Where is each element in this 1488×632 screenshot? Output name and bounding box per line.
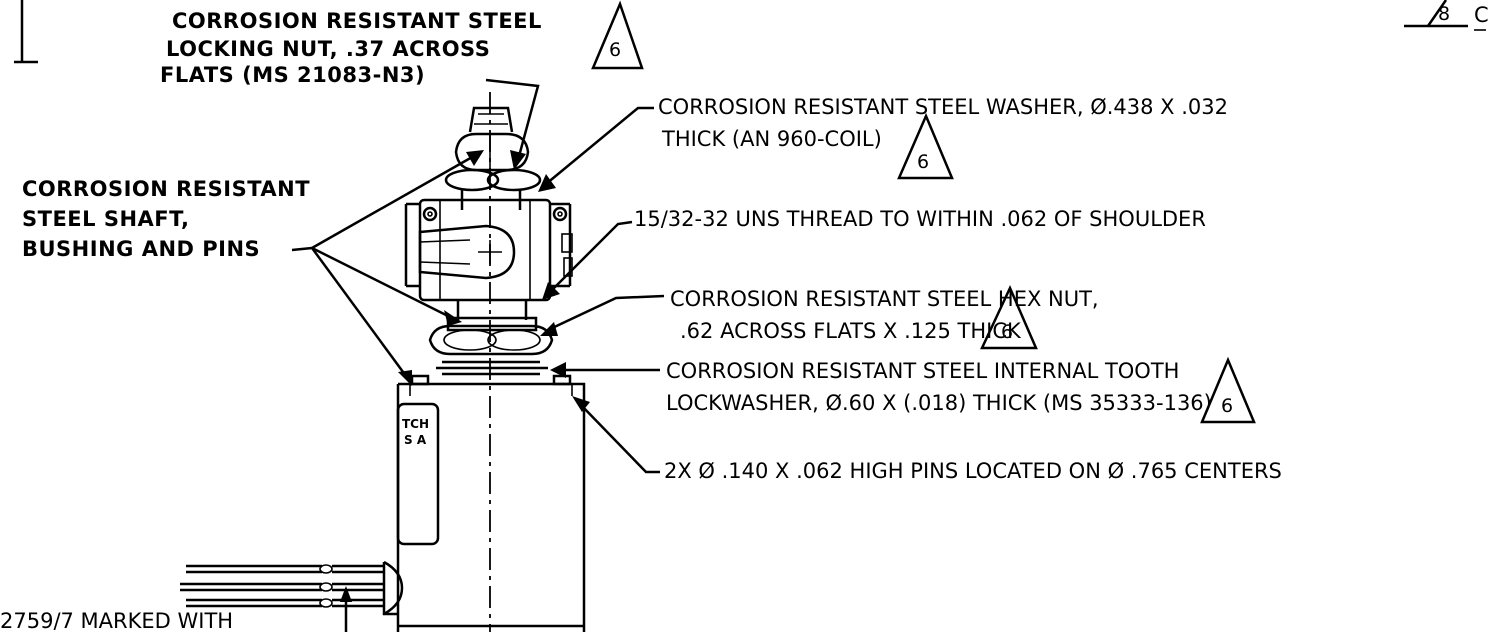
label-pins: 2X Ø .140 X .062 HIGH PINS LOCATED ON Ø …: [664, 459, 1282, 483]
washer-line-1: CORROSION RESISTANT STEEL WASHER, Ø.438 …: [658, 95, 1228, 119]
body-mark-1: TCH: [402, 417, 429, 431]
hex-nut-line-1: CORROSION RESISTANT STEEL HEX NUT,: [670, 287, 1099, 311]
locking-nut-line-2: LOCKING NUT, .37 ACROSS: [166, 37, 490, 61]
wire-bundle: [180, 564, 384, 608]
flag-lockwasher: 6: [1200, 356, 1256, 424]
switch-assembly: TCH S A: [382, 92, 586, 632]
top-left-leader: [14, 0, 38, 64]
lockwasher-line-2: LOCKWASHER, Ø.60 X (.018) THICK (MS 3533…: [666, 391, 1212, 415]
label-washer: CORROSION RESISTANT STEEL WASHER, Ø.438 …: [658, 95, 1228, 151]
top-right-flag: 8 CIRCU: [1404, 0, 1488, 31]
leader-lines: [291, 78, 665, 632]
label-locking-nut: CORROSION RESISTANT STEEL LOCKING NUT, .…: [160, 9, 542, 87]
label-thread: 15/32-32 UNS THREAD TO WITHIN .062 OF SH…: [634, 207, 1206, 231]
svg-text:6: 6: [1221, 395, 1233, 417]
label-hex-nut: CORROSION RESISTANT STEEL HEX NUT, .62 A…: [670, 287, 1099, 343]
svg-text:6: 6: [917, 151, 929, 173]
top-right-flag-number: 8: [1438, 3, 1450, 25]
flag-hex-nut: 6: [980, 284, 1038, 350]
lockwasher-line-1: CORROSION RESISTANT STEEL INTERNAL TOOTH: [666, 359, 1179, 383]
label-shaft: CORROSION RESISTANT STEEL SHAFT, BUSHING…: [22, 177, 310, 261]
shaft-line-2: STEEL SHAFT,: [22, 207, 189, 231]
flag-locking-nut: 6: [591, 0, 644, 70]
shaft-line-1: CORROSION RESISTANT: [22, 177, 310, 201]
svg-text:6: 6: [1001, 321, 1013, 343]
label-wire: 2759/7 MARKED WITH: [0, 609, 233, 632]
shaft-line-3: BUSHING AND PINS: [22, 237, 260, 261]
washer-line-2: THICK (AN 960-COIL): [661, 127, 882, 151]
body-mark-2: S A: [404, 433, 427, 447]
locking-nut-line-3: FLATS (MS 21083-N3): [160, 63, 425, 87]
flag-washer: 6: [897, 112, 954, 180]
label-lockwasher: CORROSION RESISTANT STEEL INTERNAL TOOTH…: [666, 359, 1212, 415]
hex-nut-line-2: .62 ACROSS FLATS X .125 THICK: [680, 319, 1022, 343]
locking-nut-line-1: CORROSION RESISTANT STEEL: [172, 9, 542, 33]
svg-text:6: 6: [609, 39, 621, 61]
top-right-label: CIRCU: [1474, 3, 1488, 27]
